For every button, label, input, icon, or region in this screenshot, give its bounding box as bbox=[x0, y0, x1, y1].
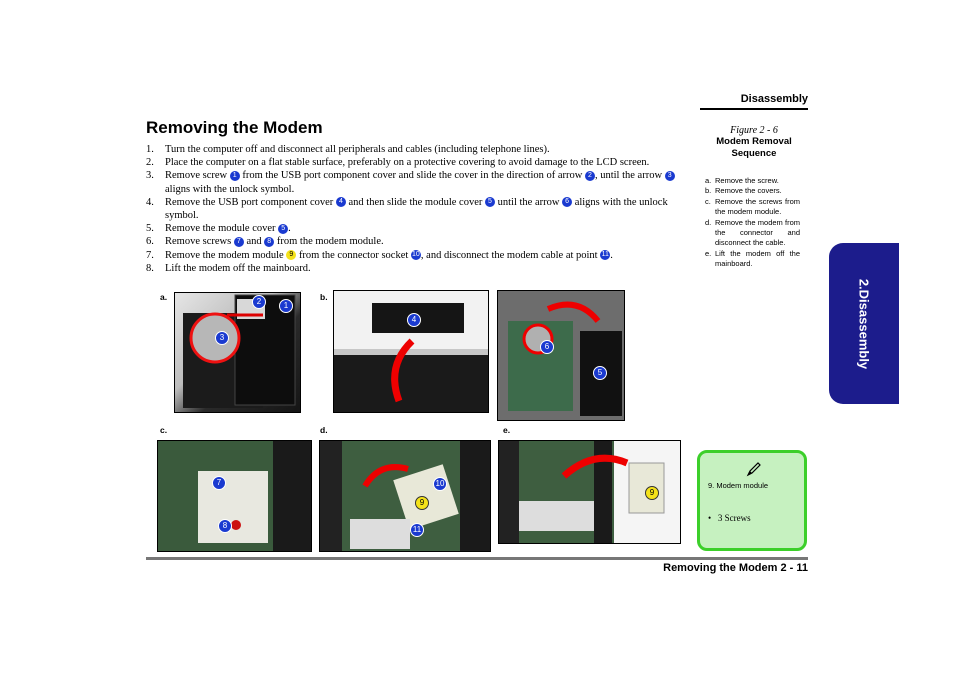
note-bullet: • bbox=[708, 513, 712, 523]
callout-9: 9 bbox=[645, 486, 659, 500]
callout-4: 4 bbox=[407, 313, 421, 327]
sequence-item: e.Lift the modem off the mainboard. bbox=[705, 248, 800, 269]
steps-list: 1.Turn the computer off and disconnect a… bbox=[146, 143, 691, 275]
callout-7: 7 bbox=[212, 476, 226, 490]
callout-badge: 3 bbox=[664, 171, 675, 181]
callout-5: 5 bbox=[593, 366, 607, 380]
photo-b-illustration bbox=[334, 303, 488, 412]
figure-title: Modem Removal Sequence bbox=[716, 136, 792, 159]
footer-rule bbox=[146, 557, 808, 560]
photo-e: 9 bbox=[498, 440, 681, 544]
photo-d: 10 9 11 bbox=[319, 440, 491, 552]
callout-badge: 8 bbox=[264, 237, 275, 248]
photo-b2: 6 5 bbox=[497, 290, 625, 421]
callout-badge: 6 bbox=[562, 197, 573, 208]
sequence-item: a.Remove the screw. bbox=[705, 176, 779, 185]
callout-11: 11 bbox=[410, 523, 424, 537]
callout-1: 1 bbox=[279, 299, 293, 313]
callout-9: 9 bbox=[415, 496, 429, 510]
step-5: 5.Remove the module cover 5. bbox=[146, 223, 291, 235]
step-2: 2.Place the computer on a flat stable su… bbox=[146, 157, 650, 169]
step-8: 8.Lift the modem off the mainboard. bbox=[146, 262, 311, 274]
sequence-item: d.Remove the modem from the connector an… bbox=[705, 217, 800, 248]
callout-badge: 5 bbox=[484, 197, 495, 208]
photo-a-label: a. bbox=[160, 292, 168, 302]
callout-8: 8 bbox=[218, 519, 232, 533]
sequence-list: a.Remove the screw. b.Remove the covers.… bbox=[705, 176, 800, 270]
photo-b-label: b. bbox=[320, 292, 328, 302]
photo-d-label: d. bbox=[320, 425, 328, 435]
chapter-tab[interactable]: 2.Disassembly bbox=[829, 243, 899, 404]
photo-b: 4 bbox=[333, 290, 489, 413]
callout-badge: 5 bbox=[278, 223, 289, 234]
step-6: 6.Remove screws 7 and 8 from the modem m… bbox=[146, 236, 384, 248]
callout-2: 2 bbox=[252, 295, 266, 309]
callout-badge: 9 bbox=[286, 250, 297, 261]
callout-badge: 1 bbox=[229, 171, 240, 181]
step-3: 3.Remove screw 1 from the USB port compo… bbox=[146, 169, 691, 195]
note-detail: • 3 Screws bbox=[708, 513, 751, 523]
page-title: Removing the Modem bbox=[146, 118, 323, 137]
section-header: Disassembly bbox=[740, 93, 808, 105]
footer-text: Removing the Modem 2 - 11 bbox=[663, 562, 808, 574]
photo-c-label: c. bbox=[160, 425, 168, 435]
step-4: 4.Remove the USB port component cover 4 … bbox=[146, 196, 668, 222]
callout-3: 3 bbox=[215, 331, 229, 345]
callout-badge: 11 bbox=[600, 250, 611, 261]
photo-c-illustration bbox=[198, 441, 311, 551]
pencil-icon bbox=[746, 462, 761, 477]
sequence-item: b.Remove the covers. bbox=[705, 186, 782, 196]
figure-number: Figure 2 - 6 bbox=[730, 125, 778, 136]
callout-badge: 7 bbox=[233, 237, 244, 248]
photo-e-label: e. bbox=[503, 425, 511, 435]
sequence-item: c.Remove the screws from the modem modul… bbox=[705, 196, 800, 217]
figure-caption: Figure 2 - 6 Modem Removal Sequence bbox=[700, 125, 808, 160]
step-7: 7.Remove the modem module 9 from the con… bbox=[146, 249, 613, 261]
note-item: 9. Modem module bbox=[708, 481, 769, 490]
callout-badge: 2 bbox=[584, 171, 595, 181]
photo-d-illustration bbox=[320, 441, 490, 551]
photo-c: 7 8 bbox=[157, 440, 312, 552]
photo-a: 2 1 3 bbox=[174, 292, 301, 413]
step-1: 1.Turn the computer off and disconnect a… bbox=[146, 144, 550, 155]
callout-10: 10 bbox=[433, 477, 447, 491]
header-rule bbox=[700, 108, 808, 110]
callout-6: 6 bbox=[540, 340, 554, 354]
note-box: 9. Modem module • 3 Screws bbox=[697, 450, 807, 551]
photo-e-illustration bbox=[499, 441, 680, 543]
callout-badge: 10 bbox=[410, 250, 421, 261]
photo-b2-illustration bbox=[508, 301, 622, 416]
callout-badge: 4 bbox=[335, 197, 346, 208]
